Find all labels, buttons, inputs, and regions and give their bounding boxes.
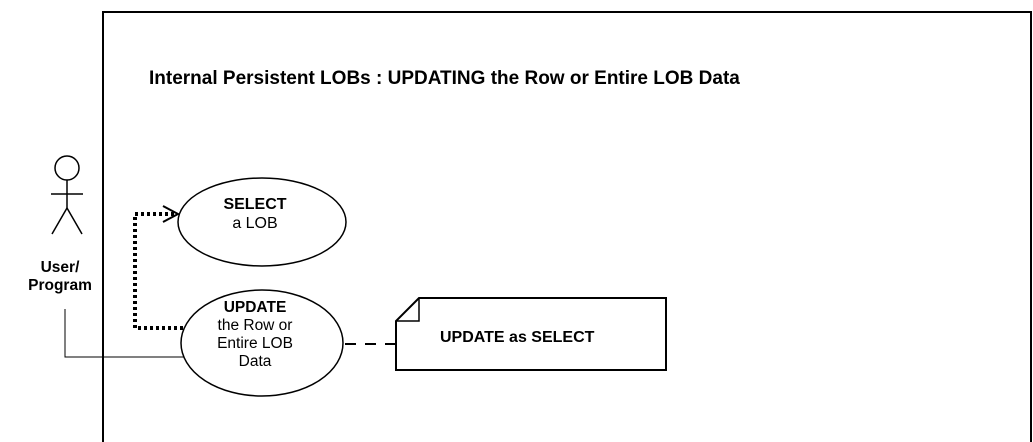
diagram-title: Internal Persistent LOBs : UPDATING the …: [149, 68, 740, 89]
note-box: [395, 297, 667, 371]
system-boundary: [102, 11, 1032, 442]
use-case-update: [180, 289, 344, 397]
actor-right-leg: [66, 207, 83, 235]
actor-label-line2: Program: [28, 277, 92, 294]
actor-figure: [51, 155, 83, 235]
use-case-update-line1: UPDATE: [224, 299, 287, 316]
include-arrowhead: [162, 205, 181, 223]
use-case-select-line2: a LOB: [232, 215, 277, 232]
use-case-select: [177, 177, 347, 267]
actor-label-line1: User/: [41, 259, 80, 276]
actor-head: [54, 155, 80, 181]
note-folded-corner: [396, 298, 420, 322]
note-text: UPDATE as SELECT: [440, 329, 595, 346]
include-dependency-line: [133, 212, 183, 330]
use-case-update-line4: Data: [239, 353, 272, 370]
use-case-update-line3: Entire LOB: [217, 335, 293, 352]
use-case-update-line2: the Row or: [218, 317, 293, 334]
use-case-select-line1: SELECT: [223, 196, 286, 213]
actor-association-line: [64, 309, 185, 358]
actor-left-leg: [51, 207, 68, 235]
